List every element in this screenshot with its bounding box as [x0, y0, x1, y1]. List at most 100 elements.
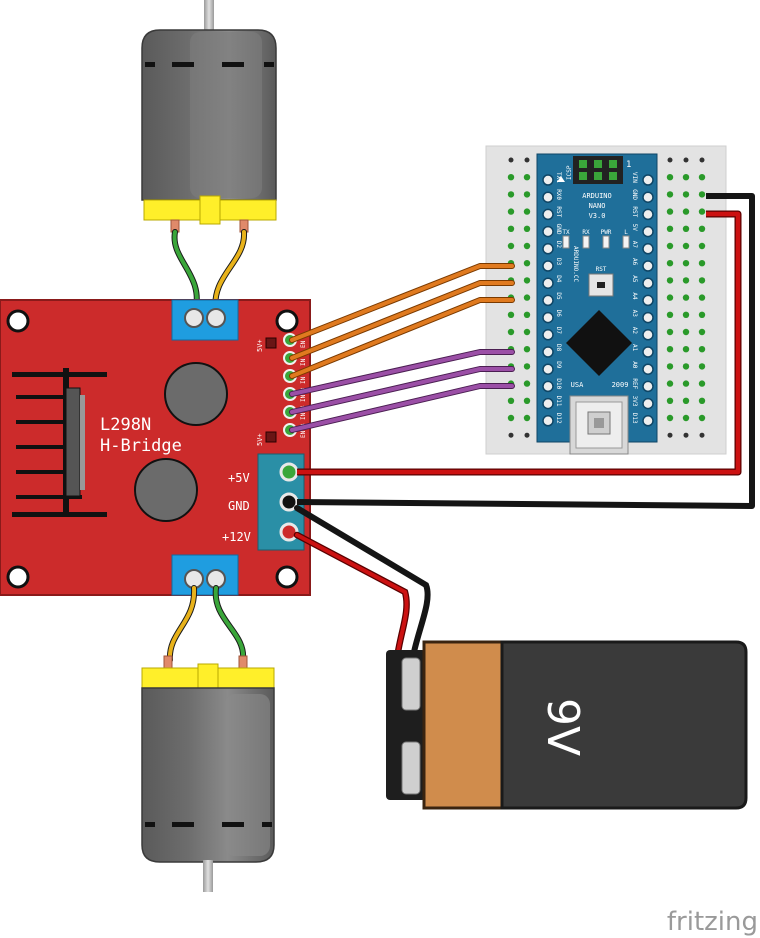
- breadboard-hole: [698, 174, 706, 181]
- breadboard-hole: [524, 157, 530, 163]
- breadboard-hole: [682, 242, 690, 250]
- nano-right-pin: [642, 174, 654, 186]
- nano-right-pin: [642, 277, 654, 289]
- heatsink: [12, 368, 107, 517]
- atmega-chip: [566, 310, 632, 376]
- nano-left-pin-label: D11: [555, 396, 562, 407]
- mount-hole-tl: [6, 309, 30, 333]
- breadboard-hole: [666, 363, 674, 370]
- breadboard-hole: [698, 414, 706, 422]
- breadboard-hole: [698, 242, 706, 250]
- nano-year: 2009: [612, 381, 629, 389]
- icsp-pin: [579, 160, 587, 168]
- breadboard-hole: [523, 208, 531, 215]
- nano-right-pin-label: GND: [631, 189, 638, 200]
- signal-wire-core: [290, 367, 514, 414]
- jumper-label-top: 5V+: [256, 339, 264, 352]
- nano-left-pin-label: D2: [555, 241, 562, 249]
- nano-left-pin-label: D7: [555, 327, 562, 335]
- icsp-pin: [609, 172, 617, 180]
- nano-left-pin: [542, 260, 554, 272]
- nano-left-pin: [542, 174, 554, 186]
- breadboard-hole: [667, 432, 673, 438]
- label-gnd: GND: [228, 499, 250, 513]
- jumper-enb: [265, 431, 277, 443]
- breadboard-hole: [682, 311, 690, 318]
- battery-9v: 9V: [386, 640, 748, 810]
- pin-label-in1: IN 1: [300, 351, 307, 366]
- header-pin-labels: EN A IN 1 IN 2 IN 3 IN 4 EN B: [300, 333, 307, 438]
- nano-right-pin-label: 5V: [631, 224, 638, 232]
- breadboard-hole: [683, 157, 689, 163]
- nano-left-pin: [542, 208, 554, 221]
- icsp-pin: [609, 160, 617, 168]
- nano-left-pin-label: D8: [555, 344, 562, 352]
- breadboard-hole: [666, 277, 674, 284]
- nano-left-pin-label: D4: [555, 275, 562, 283]
- led-pwr-label: PWR: [601, 229, 612, 236]
- wire-gnd-black: [296, 193, 755, 509]
- nano-left-pin: [542, 311, 554, 324]
- breadboard-hole: [698, 380, 706, 387]
- breadboard-hole: [507, 208, 515, 215]
- breadboard-hole: [666, 208, 674, 215]
- breadboard-hole: [682, 414, 690, 422]
- icsp-pin: [594, 172, 602, 180]
- breadboard-hole: [508, 432, 514, 438]
- breadboard-hole: [667, 157, 673, 163]
- nano-left-pin: [542, 397, 554, 410]
- nano-right-pin: [642, 329, 654, 341]
- breadboard-hole: [666, 174, 674, 181]
- breadboard-hole: [683, 432, 689, 438]
- breadboard-hole: [523, 380, 531, 387]
- motor-b-terminal: [171, 554, 239, 596]
- motor-a-terminal: [171, 299, 239, 341]
- breadboard-hole: [698, 363, 706, 370]
- breadboard-hole: [682, 397, 690, 404]
- fritzing-watermark: fritzing: [667, 907, 758, 937]
- breadboard-hole: [507, 242, 515, 250]
- battery-black-section: [500, 640, 748, 810]
- arduino-nano: ICSP 1 ARDUINO NANO V3.0 TX RX PWR L ARD…: [536, 153, 658, 455]
- nano-name-line2: NANO: [589, 202, 606, 210]
- label-12v: +12V: [222, 530, 251, 544]
- signal-wire-core: [290, 281, 514, 360]
- nano-left-pin: [542, 329, 554, 341]
- nano-left-pin-label: D3: [555, 258, 562, 266]
- nano-right-pin-label: RST: [631, 206, 638, 217]
- nano-right-pin: [642, 243, 654, 255]
- breadboard-hole: [523, 191, 531, 198]
- terminal-12v: [279, 522, 299, 542]
- terminal-5v: [279, 462, 299, 482]
- nano-right-pin-label: D13: [631, 413, 638, 424]
- nano-left-pin: [542, 191, 554, 203]
- pin-label-enb: EN B: [300, 423, 307, 438]
- icsp-pin: [594, 160, 602, 168]
- breadboard-hole: [682, 328, 690, 336]
- breadboard-hole: [523, 242, 531, 250]
- nano-left-pin-label: D5: [555, 292, 562, 300]
- battery-orange-section: [422, 640, 506, 810]
- wire-battery-black: [294, 505, 431, 655]
- breadboard-hole: [523, 277, 531, 284]
- signal-wire-core: [290, 384, 514, 432]
- nano-right-pin-label: A3: [631, 310, 638, 318]
- breadboard-hole: [682, 380, 690, 387]
- breadboard-hole: [682, 346, 690, 353]
- capacitor-top: [164, 362, 228, 426]
- led-tx-label: TX: [562, 229, 570, 236]
- battery-terminal-top: [401, 657, 421, 711]
- usb-connector: [569, 395, 629, 455]
- breadboard-hole: [507, 397, 515, 404]
- breadboard-hole: [682, 225, 690, 232]
- nano-right-pin: [642, 191, 654, 203]
- capacitor-bottom: [134, 458, 198, 522]
- breadboard-hole: [666, 328, 674, 336]
- pin-label-ena: EN A: [300, 333, 307, 348]
- icsp-label: ICSP: [566, 165, 573, 180]
- nano-right-pin: [642, 346, 654, 358]
- nano-left-pin-label: GND: [555, 224, 562, 235]
- breadboard-hole: [507, 174, 515, 181]
- signal-wires: [289, 263, 515, 433]
- nano-right-pin: [642, 311, 654, 324]
